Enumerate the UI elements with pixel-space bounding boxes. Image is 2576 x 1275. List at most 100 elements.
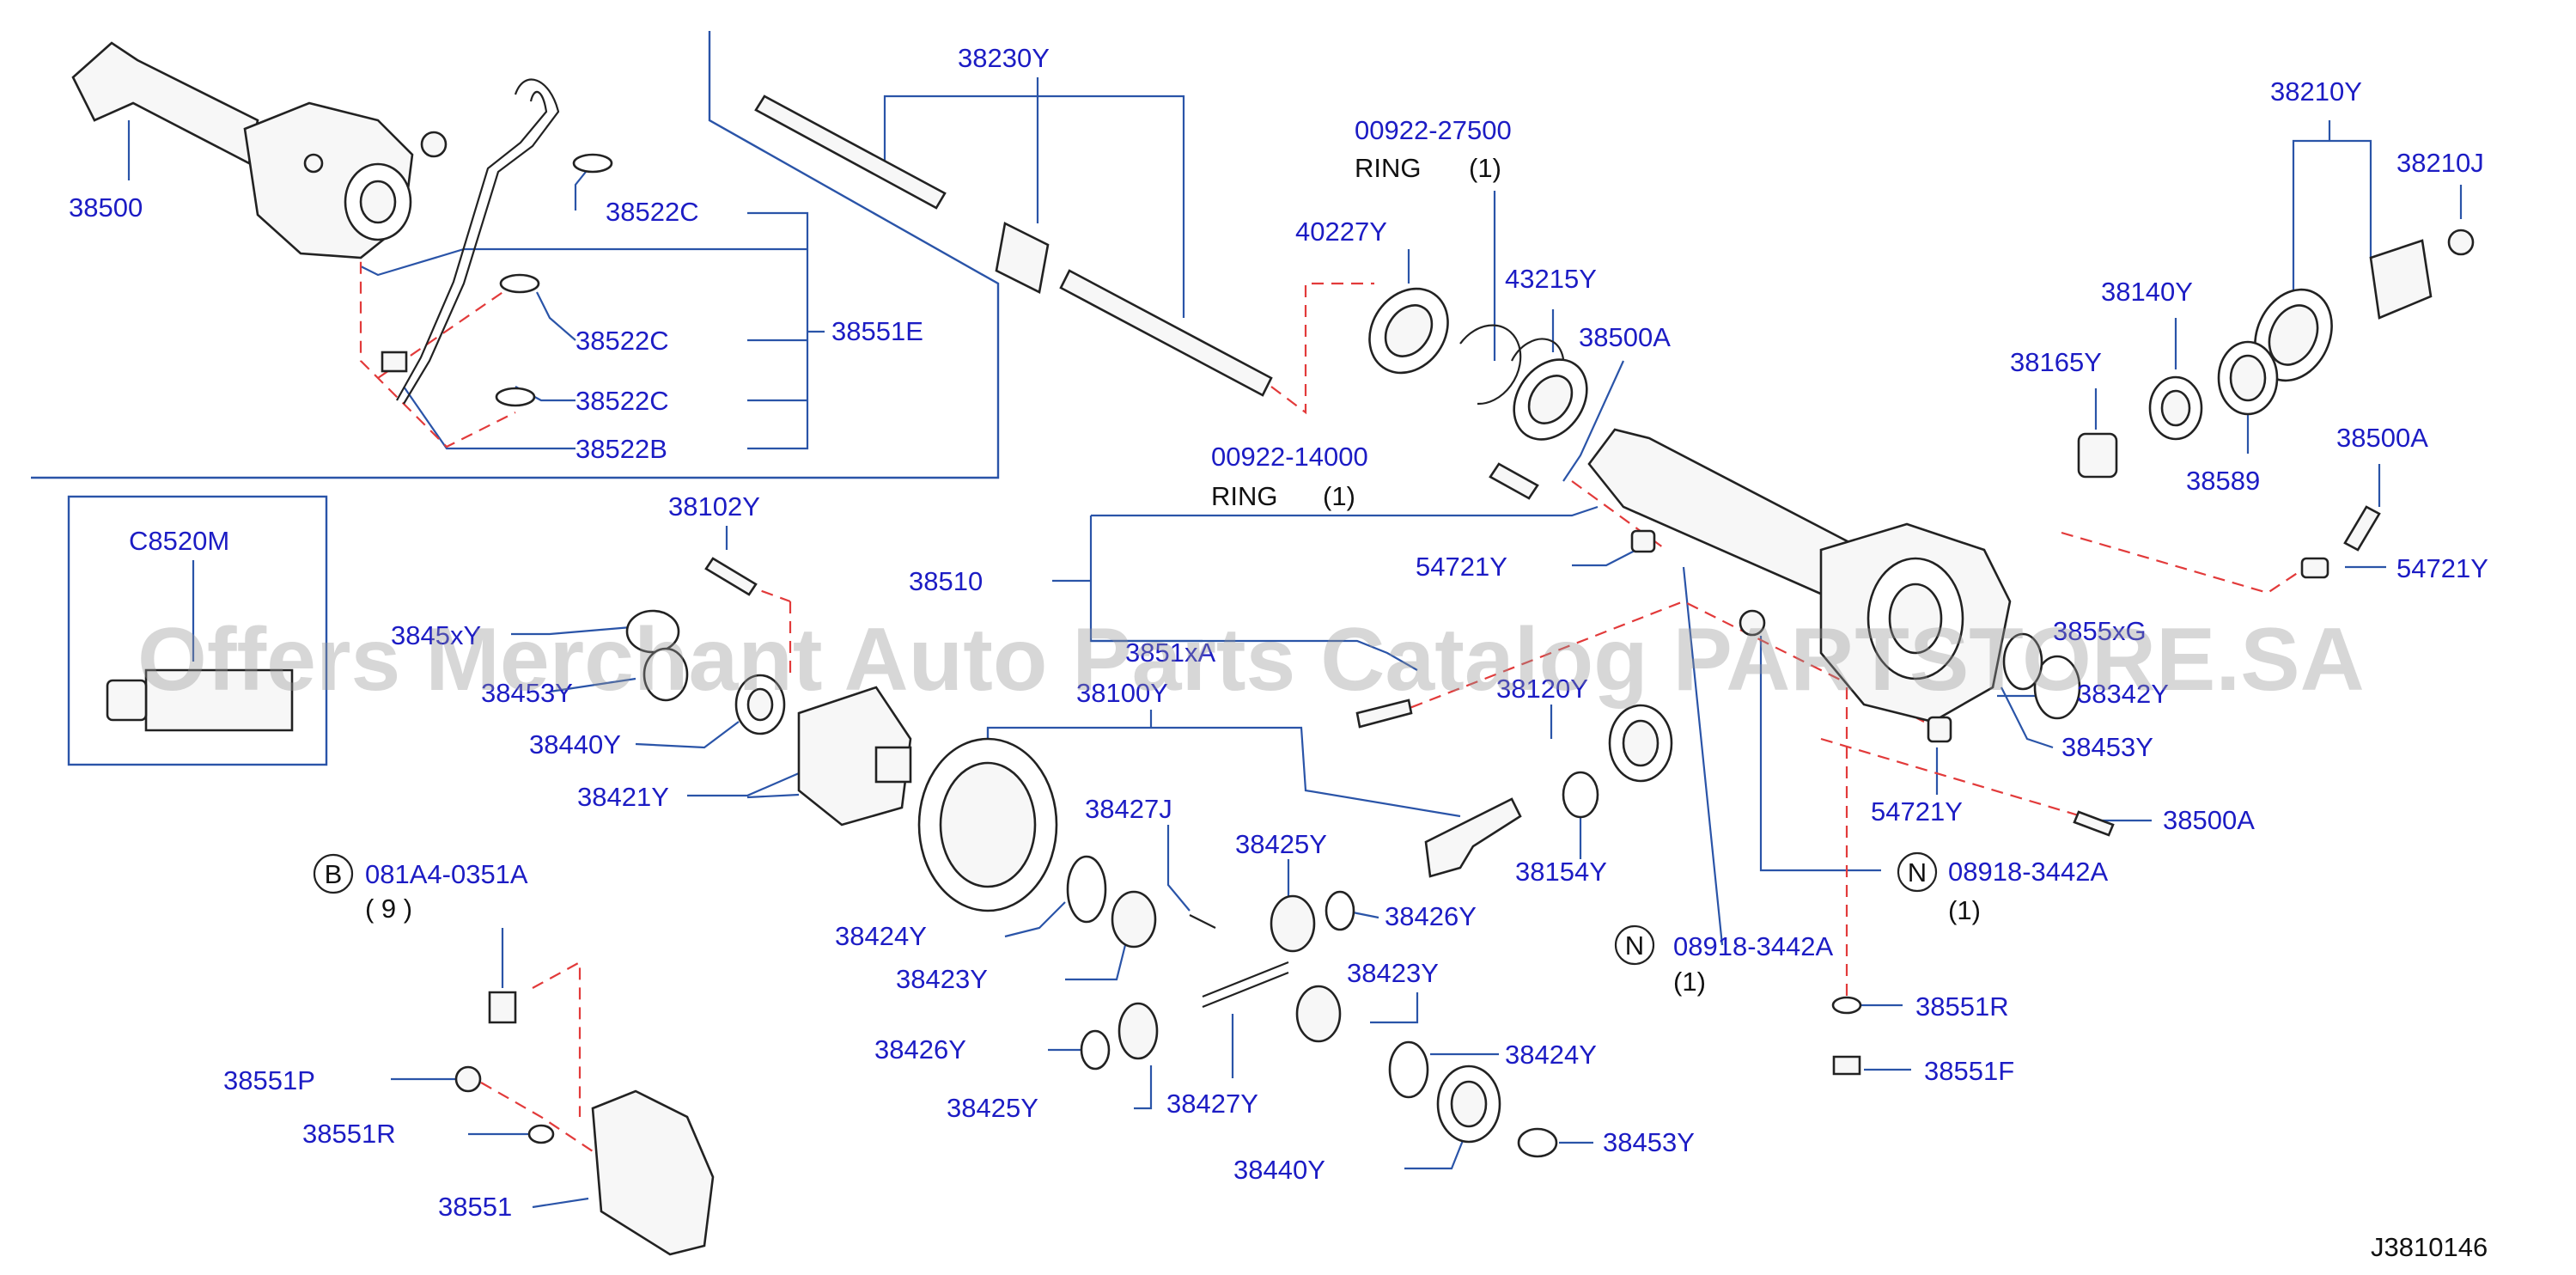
drain-plug-38551f <box>1831 996 1862 1076</box>
qty-ring-b: (1) <box>1323 481 1355 511</box>
ring-text-a: RING <box>1355 153 1422 183</box>
bearing-43215y <box>1513 358 1588 441</box>
label-38140y[interactable]: 38140Y <box>2101 277 2193 307</box>
label-08918-3442a-left[interactable]: 08918-3442A <box>1673 931 1833 961</box>
qty-08918-right: (1) <box>1948 895 1981 925</box>
label-3851xa[interactable]: 3851xA <box>1125 638 1215 668</box>
label-38210y[interactable]: 38210Y <box>2270 76 2362 107</box>
bearing-38440y-left <box>734 674 786 735</box>
bolts <box>488 462 2381 1024</box>
bearing-38589 <box>2217 340 2279 416</box>
qty-08918-left: (1) <box>1673 967 1706 997</box>
companion-flange-38210y <box>2254 229 2475 382</box>
label-3845xy[interactable]: 3845xY <box>391 620 481 650</box>
badge-n-right-circle <box>1897 851 1938 893</box>
upper-left-group-frame <box>31 31 1000 479</box>
label-38342y[interactable]: 38342Y <box>2077 679 2169 709</box>
bearing-38120y <box>1608 704 1673 783</box>
label-38210j[interactable]: 38210J <box>2396 148 2484 178</box>
label-43215y[interactable]: 43215Y <box>1505 264 1597 294</box>
label-38551e[interactable]: 38551E <box>831 316 923 346</box>
qty-ring-a: (1) <box>1469 153 1501 183</box>
label-38425y-top[interactable]: 38425Y <box>1235 829 1327 859</box>
diagram-id: J3810146 <box>2371 1232 2488 1262</box>
label-38551p[interactable]: 38551P <box>223 1065 315 1095</box>
label-40227y[interactable]: 40227Y <box>1295 217 1387 247</box>
label-38424y-left[interactable]: 38424Y <box>835 921 927 951</box>
label-38440y-low[interactable]: 38440Y <box>1233 1155 1325 1185</box>
label-00922-27500[interactable]: 00922-27500 <box>1355 115 1512 145</box>
ring-gear-38100y <box>917 737 1058 912</box>
label-38522c-top[interactable]: 38522C <box>606 197 699 227</box>
drive-pinion <box>1424 797 1522 878</box>
label-38423y-right[interactable]: 38423Y <box>1347 958 1439 988</box>
label-38426y-low[interactable]: 38426Y <box>874 1034 966 1065</box>
differential-gears <box>1066 855 1429 1099</box>
shim-3845xy <box>625 609 689 702</box>
side-bearing-right <box>2002 632 2081 720</box>
label-081a4-0351a[interactable]: 081A4-0351A <box>365 859 528 889</box>
label-38522c-mid[interactable]: 38522C <box>575 326 669 356</box>
label-38120y[interactable]: 38120Y <box>1496 674 1588 704</box>
label-38453y-right[interactable]: 38453Y <box>2061 732 2153 762</box>
label-38522c-low[interactable]: 38522C <box>575 386 669 416</box>
label-38453y-low[interactable]: 38453Y <box>1603 1127 1695 1157</box>
label-54721y-right[interactable]: 54721Y <box>2396 553 2488 583</box>
label-38427j[interactable]: 38427J <box>1085 794 1172 824</box>
label-54721y-low[interactable]: 54721Y <box>1871 796 1963 827</box>
label-38522b[interactable]: 38522B <box>575 434 667 464</box>
label-c8520m[interactable]: C8520M <box>129 526 229 556</box>
sealant-tube-c8520m <box>106 668 294 732</box>
label-3855xg[interactable]: 3855xG <box>2053 616 2147 646</box>
label-00922-14000[interactable]: 00922-14000 <box>1211 442 1368 472</box>
label-38426y-top[interactable]: 38426Y <box>1385 901 1477 931</box>
label-38551f[interactable]: 38551F <box>1924 1056 2014 1086</box>
badge-b: B <box>325 859 343 889</box>
label-38440y-left[interactable]: 38440Y <box>529 729 621 760</box>
label-08918-3442a-right[interactable]: 08918-3442A <box>1948 857 2108 887</box>
label-38424y-right[interactable]: 38424Y <box>1505 1040 1597 1070</box>
washer-38154y <box>1562 771 1599 819</box>
badge-n-right: N <box>1908 857 1927 888</box>
c8520m-inset-box <box>67 495 328 766</box>
label-38165y[interactable]: 38165Y <box>2010 347 2102 377</box>
label-38500[interactable]: 38500 <box>69 192 143 223</box>
label-38453y-left[interactable]: 38453Y <box>481 678 573 708</box>
qty-081a4: ( 9 ) <box>365 894 412 924</box>
label-38421y[interactable]: 38421Y <box>577 782 669 812</box>
badge-b-circle <box>313 853 354 894</box>
drive-shaft-38230y <box>754 95 1273 397</box>
badge-n-left-circle <box>1614 924 1655 966</box>
label-38589[interactable]: 38589 <box>2186 466 2260 496</box>
part-labels: 38500 38522C 38522C 38522C 38522B 38551E… <box>69 43 2488 1262</box>
label-54721y-mid[interactable]: 54721Y <box>1416 552 1507 582</box>
axle-housing-center <box>1587 428 2012 723</box>
label-38500a-top[interactable]: 38500A <box>1579 322 1671 352</box>
label-38551[interactable]: 38551 <box>438 1192 512 1222</box>
label-38425y-low[interactable]: 38425Y <box>947 1093 1038 1123</box>
label-38154y[interactable]: 38154Y <box>1515 857 1607 887</box>
differential-case-38421y <box>797 686 912 827</box>
label-38230y[interactable]: 38230Y <box>958 43 1050 73</box>
label-38551r-right[interactable]: 38551R <box>1915 991 2009 1022</box>
bearing-38140y <box>2148 375 2203 441</box>
rear-cover-38551 <box>454 1065 715 1256</box>
ring-text-b: RING <box>1211 481 1278 511</box>
label-38102y[interactable]: 38102Y <box>668 491 760 522</box>
dowel-pins-54721y <box>1630 529 2329 743</box>
label-38551r-left[interactable]: 38551R <box>302 1119 396 1149</box>
bearing-38440y-lower <box>1436 1065 1501 1144</box>
label-38500a-right[interactable]: 38500A <box>2336 423 2428 453</box>
label-38427y[interactable]: 38427Y <box>1166 1089 1258 1119</box>
badge-n-left: N <box>1625 930 1644 961</box>
label-38510[interactable]: 38510 <box>909 566 983 596</box>
label-38500a-low[interactable]: 38500A <box>2163 805 2255 835</box>
watermark: Offers Merchant Auto Parts Catalog PARTS… <box>137 610 2365 710</box>
spacer-38165y <box>2077 432 2118 479</box>
front-axle-assembly-38500 <box>71 41 448 259</box>
label-38100y[interactable]: 38100Y <box>1076 678 1168 708</box>
label-38423y-left[interactable]: 38423Y <box>896 964 988 994</box>
breather-hose <box>381 78 613 407</box>
shim-38453y-lower <box>1517 1127 1558 1158</box>
